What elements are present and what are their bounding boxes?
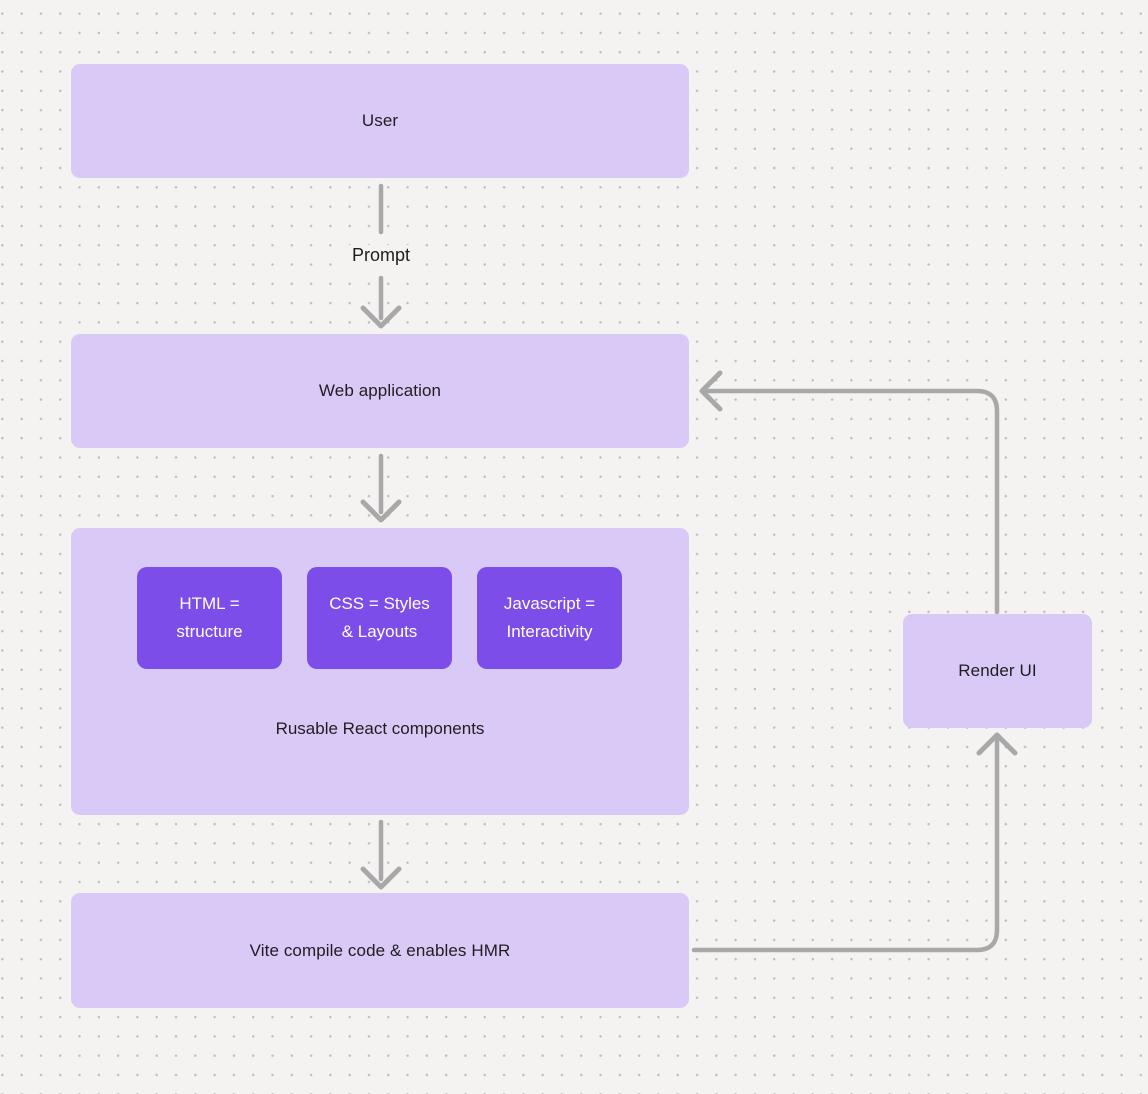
node-render-ui-label: Render UI	[958, 661, 1037, 680]
node-render-ui[interactable]: Render UI	[903, 614, 1092, 728]
node-web-application-label: Web application	[318, 381, 442, 400]
arrow-down-icon	[360, 499, 402, 523]
connector-vite-to-render-ui	[691, 732, 1018, 953]
node-css-label: CSS = Styles & Layouts	[329, 594, 430, 641]
arrow-up-icon	[976, 732, 1018, 756]
edge-label-prompt-text: Prompt	[351, 245, 411, 265]
components-group-caption: Rusable React components	[275, 719, 485, 738]
edge-label-prompt[interactable]: Prompt	[345, 245, 417, 266]
node-html-label: HTML = structure	[176, 594, 243, 641]
node-web-application[interactable]: Web application	[71, 334, 689, 448]
node-user[interactable]: User	[71, 64, 689, 178]
arrow-down-icon	[360, 866, 402, 890]
arrow-down-icon	[360, 305, 402, 329]
node-javascript-label: Javascript = Interactivity	[503, 594, 596, 641]
node-html[interactable]: HTML = structure	[137, 567, 282, 669]
arrow-components-to-vite	[360, 819, 402, 890]
arrow-web-application-to-components	[360, 453, 402, 523]
node-javascript[interactable]: Javascript = Interactivity	[477, 567, 622, 669]
node-user-label: User	[361, 111, 399, 130]
node-vite-label: Vite compile code & enables HMR	[249, 940, 511, 960]
arrow-left-icon	[699, 370, 723, 412]
node-vite[interactable]: Vite compile code & enables HMR	[71, 893, 689, 1008]
connector-render-ui-to-web-application	[699, 370, 1000, 615]
node-css[interactable]: CSS = Styles & Layouts	[307, 567, 452, 669]
